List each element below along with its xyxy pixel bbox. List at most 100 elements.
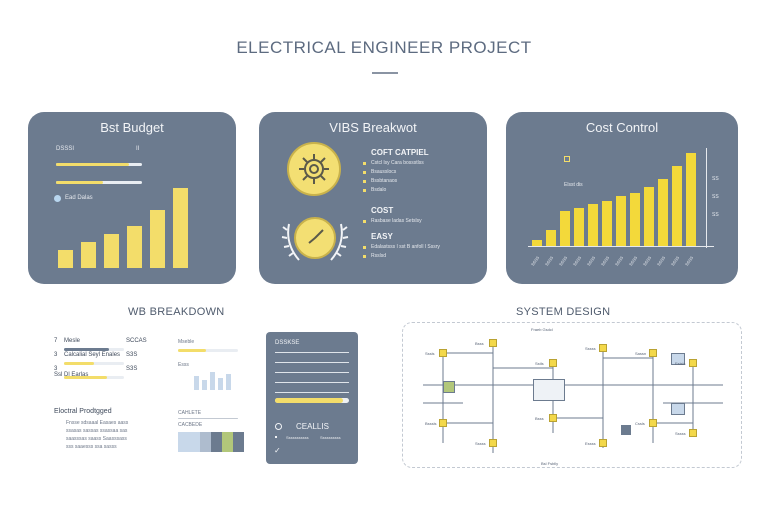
diagram-node-label: Bsssls (425, 421, 437, 426)
y-tick-label: SS (712, 194, 719, 200)
form-caption: CEALLIS (296, 422, 329, 431)
x-tick-label: SSSS (544, 255, 555, 267)
wbs-row-bar (64, 376, 108, 379)
diagram-node-label: Sssss (675, 431, 686, 436)
footer-title: Eloctral Prodtgged (54, 408, 112, 415)
form-line (275, 392, 349, 393)
color-swatch (189, 432, 200, 452)
wbs-row-track (64, 362, 124, 365)
cost-control-title: Cost Control (585, 120, 659, 135)
x-tick-label: SSSS (628, 255, 639, 267)
module-box[interactable] (621, 425, 631, 435)
color-swatch (211, 432, 222, 452)
wbs-row-3-label: Ssl Dl Earlas (54, 372, 89, 378)
footer-text-line: sss saaesss ssa sasss (66, 444, 117, 450)
cost-bar (616, 196, 626, 246)
wbs-card-title: VIBS Breakwot (329, 120, 417, 135)
wbs-heading: COFT CATPIEL (371, 148, 429, 157)
diagram-node[interactable] (489, 439, 497, 447)
wbs-row-num: 7 (54, 338, 58, 344)
diagram-node[interactable] (649, 419, 657, 427)
module-box[interactable] (671, 403, 685, 415)
diagram-node-label: Sassn (635, 351, 647, 356)
diagram-node-label: Bsss (535, 416, 544, 421)
cost-bar (644, 186, 654, 246)
wbs-item: Rsslsd (371, 253, 387, 259)
diagram-bottom-label: Bsl Fsblly (541, 461, 559, 466)
diagram-node[interactable] (689, 429, 697, 437)
mini-column (210, 372, 215, 390)
diagram-top-label: Fraeb Gsdcl (531, 327, 553, 332)
module-box[interactable] (671, 353, 685, 365)
bullet-icon (363, 189, 366, 192)
x-tick-label: SSSS (684, 255, 695, 267)
budget-column (127, 226, 142, 268)
cost-bar (602, 201, 612, 246)
y-tick-label: SS (712, 212, 719, 218)
diagram-node[interactable] (439, 419, 447, 427)
budget-bar-2 (56, 181, 104, 184)
controller-box[interactable] (533, 379, 565, 401)
budget-legend-label: Ead Dalas (65, 195, 93, 201)
diagram-node[interactable] (689, 359, 697, 367)
footer-text-line: Fnsse sdsaaal Easaes aass (66, 420, 129, 426)
wbs-row-num: 3 (54, 366, 58, 372)
diagram-node-label: Eslsls (675, 361, 686, 366)
budget-column (58, 250, 73, 268)
cost-bar (672, 166, 682, 246)
wbs-heading: EASY (371, 232, 393, 241)
diagram-node[interactable] (599, 344, 607, 352)
mini-column (202, 380, 207, 390)
diagram-node[interactable] (439, 349, 447, 357)
wreath-clock-icon (279, 204, 351, 272)
footer-text-line: ssasas sassas ssassaa sas (66, 428, 128, 434)
form-label: DSSKSE (275, 340, 300, 346)
mini-label-1: Mseble (178, 339, 195, 345)
wbs-item: Rasbase ladas Setslsy (371, 218, 422, 224)
diagram-node-label: Essss (585, 441, 596, 446)
x-tick-label: SSSS (572, 255, 583, 267)
budget-card[interactable]: Bst Budget DSSSI II Ead Dalas (28, 112, 236, 284)
x-tick-label: SSSS (558, 255, 569, 267)
swatch-title-2: CACBEDE (178, 422, 203, 428)
x-tick-label: SSSS (670, 255, 681, 267)
wbs-row-value: S3S (126, 352, 138, 358)
legend-dot (54, 195, 61, 202)
diagram-node[interactable] (649, 349, 657, 357)
budget-column (104, 234, 119, 268)
diagram-node[interactable] (599, 439, 607, 447)
x-tick-label: SSSS (530, 255, 541, 267)
swatch-rule (178, 418, 238, 419)
wbs-item: Bssbtanaos (371, 178, 398, 184)
wbs-row-label: Mesle (64, 338, 81, 344)
form-line (275, 382, 349, 383)
gear-icon (287, 142, 341, 196)
mini-label-2: Esss (178, 362, 189, 368)
diagram-node[interactable] (489, 339, 497, 347)
diagram-node-label: Sssss (475, 441, 486, 446)
mobile-form-card[interactable]: DSSKSE CEALLIS Sssssssssss Ssssssssss ✓ (266, 332, 358, 464)
diagram-node-label: Sssls (425, 351, 435, 356)
wbs-item: Edalastsss l sst B anfoll l Sssry (371, 244, 440, 250)
meta-1: Sssssssssss (286, 435, 309, 440)
legend-marker (564, 156, 570, 162)
color-swatch (200, 432, 211, 452)
meta-bullet (275, 436, 277, 438)
bullet-icon (363, 180, 366, 183)
diagram-node[interactable] (549, 359, 557, 367)
info-icon (275, 423, 282, 430)
bullet-icon (363, 246, 366, 249)
module-box[interactable] (443, 381, 455, 393)
mini-column (226, 374, 231, 390)
mini-column (218, 378, 223, 390)
check-icon: ✓ (274, 446, 281, 455)
swatch-title-1: CAHLETE (178, 410, 202, 416)
diagram-node[interactable] (549, 414, 557, 422)
diagram-node-label: Bsss (475, 341, 484, 346)
x-tick-label: SSSS (642, 255, 653, 267)
wbs-heading: COST (371, 206, 394, 215)
